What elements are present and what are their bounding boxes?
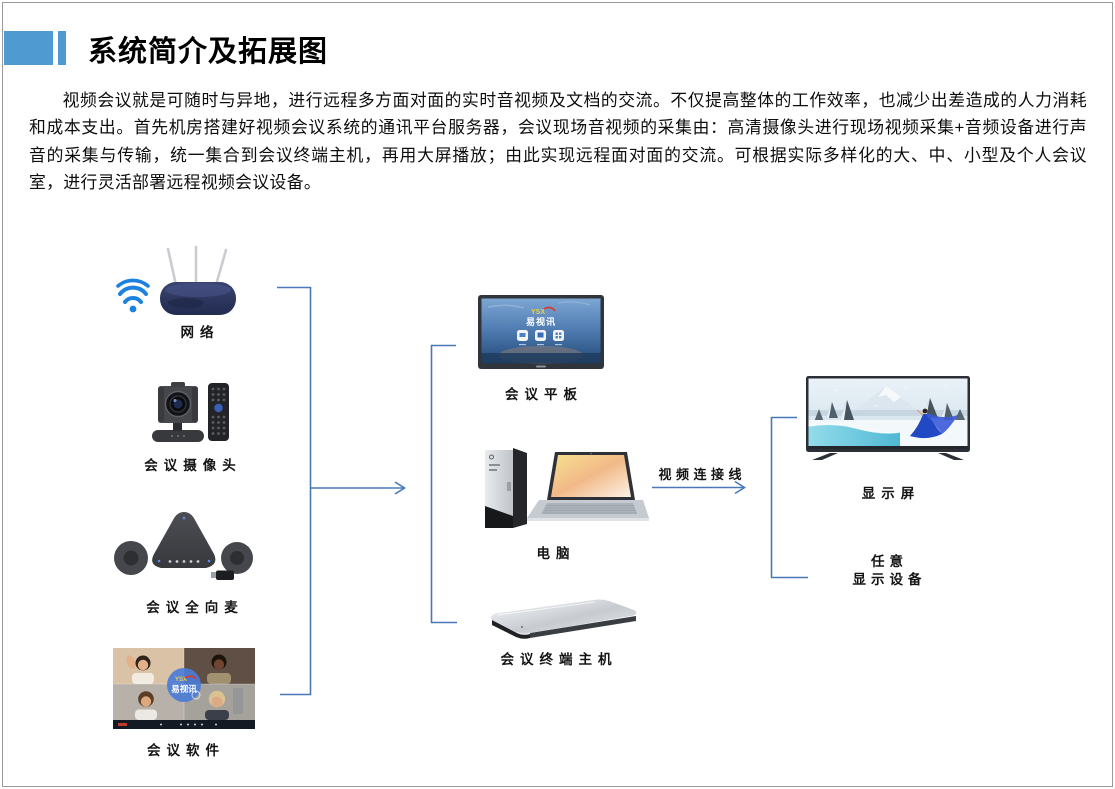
- connector-left-bracket: [277, 286, 312, 696]
- intro-paragraph: 视频会议就是可随时与异地，进行远程多方面对面的实时音视频及文档的交流。不仅提高整…: [29, 91, 1087, 193]
- label-network: 网络: [180, 325, 220, 340]
- panel-logo-cn: 易视讯: [526, 316, 556, 327]
- wifi-dot: [129, 305, 137, 313]
- label-any-display: 任意 显示设备: [848, 553, 927, 588]
- terminal-illustration: [491, 599, 637, 639]
- software-logo: YSX 易视讯: [167, 668, 201, 702]
- display-foot-left: [812, 453, 838, 460]
- panel-app-icons: [517, 330, 564, 346]
- router-illustration: [116, 245, 236, 315]
- software-logo-cn: 易视讯: [171, 684, 197, 694]
- label-any-display-line2: 显示设备: [852, 571, 927, 587]
- laptop: [527, 452, 649, 521]
- display-illustration: [806, 376, 970, 460]
- panel-logo: YSX 易视讯: [526, 306, 556, 327]
- title-accent-bar: [58, 31, 66, 65]
- camera-illustration: [152, 382, 229, 442]
- display-river: [808, 424, 900, 449]
- label-panel: 会议平板: [505, 387, 583, 402]
- label-software: 会议软件: [147, 743, 225, 758]
- mic-center-unit: [152, 512, 216, 568]
- panel-logo-latin: YSX: [531, 309, 545, 316]
- wifi-icon: [116, 278, 150, 304]
- usb-dongle-icon: [211, 570, 234, 580]
- desktop-tower: [485, 448, 527, 528]
- video-arrowhead-icon: [734, 480, 746, 495]
- page-title: 系统简介及拓展图: [88, 36, 329, 68]
- mic-illustration: [114, 512, 253, 580]
- label-any-display-line1: 任意: [871, 554, 908, 569]
- connector-mid-bracket: [430, 344, 457, 624]
- panel-illustration: YSX 易视讯: [478, 295, 604, 369]
- software-toolbar: [113, 720, 255, 729]
- software-illustration: YSX 易视讯: [113, 648, 255, 729]
- display-screen: [808, 378, 968, 449]
- label-display: 显示屏: [861, 486, 921, 501]
- terminal-front-edge: [492, 620, 530, 639]
- label-camera: 会议摄像头: [144, 458, 242, 473]
- connector-right-bracket: [770, 416, 808, 579]
- terminal-right-edge: [530, 616, 636, 638]
- title-accent-square: [4, 31, 53, 65]
- label-computer: 电脑: [536, 546, 576, 561]
- label-video-cable: 视频连接线: [658, 467, 747, 482]
- main-arrowhead-icon: [394, 481, 406, 495]
- label-terminal: 会议终端主机: [500, 652, 618, 667]
- software-logo-latin: YSX: [175, 677, 187, 683]
- remote-control: [208, 383, 229, 441]
- display-foot-right: [938, 453, 964, 460]
- display-figure: [910, 408, 958, 439]
- label-mic: 会议全向麦: [146, 600, 244, 615]
- router-antennas: [166, 245, 228, 287]
- terminal-top-face: [491, 599, 637, 634]
- computer-illustration: [485, 448, 649, 528]
